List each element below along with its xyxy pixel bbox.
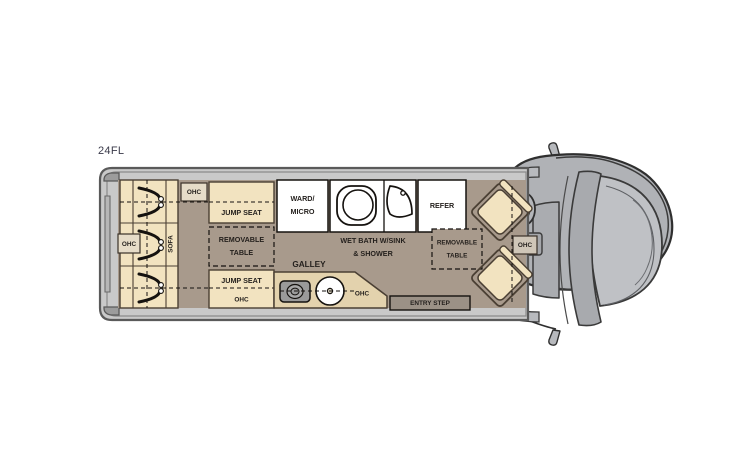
- jump-seat-bottom-box: [208, 269, 275, 309]
- entry-step-box: [389, 295, 471, 311]
- sofa-label: SOFA: [168, 235, 175, 253]
- wet-bath-group: WET BATH W/SINK & SHOWER: [329, 179, 417, 258]
- cab-windshield: [568, 170, 602, 327]
- van-cab-graphic: [502, 142, 674, 346]
- removable-table-right-line2: TABLE: [447, 253, 469, 260]
- entry-step-label: ENTRY STEP: [410, 300, 451, 307]
- ohc-top-left-group: OHC: [180, 182, 208, 202]
- ohc-bottom-left-label: OHC: [234, 297, 249, 304]
- toilet-bowl: [342, 189, 374, 221]
- captains-chair-top-backrest: [499, 179, 533, 213]
- galley-group: GALLEY OHC: [273, 260, 388, 309]
- jump-seat-bottom-label: JUMP SEAT: [221, 276, 262, 285]
- removable-table-right-group: REMOVABLE TABLE: [431, 228, 483, 270]
- ward-micro-line1: WARD/: [291, 194, 315, 203]
- seatbelt-3: [137, 272, 164, 304]
- toilet-icon: [336, 185, 377, 226]
- removable-table-left-line1: REMOVABLE: [219, 235, 265, 244]
- refrigerator-group: REFER: [417, 179, 467, 233]
- ohc-galley-label: OHC: [355, 291, 370, 298]
- cab-a-pillar: [559, 175, 569, 325]
- mirror-bottom: [548, 329, 561, 346]
- ohc-left-wall-label: OHC: [122, 241, 137, 248]
- removable-table-right-box: [431, 228, 483, 270]
- cab-dashboard: [532, 201, 560, 299]
- wet-bath-line2: & SHOWER: [353, 249, 393, 258]
- cab-hood-inner-line: [603, 185, 655, 306]
- ohc-left-wall-box: [117, 233, 141, 254]
- corner-sink-icon: [386, 185, 413, 218]
- rear-corner-top: [103, 172, 120, 182]
- cab-hood-crease: [632, 199, 653, 286]
- jump-seat-top-label: JUMP SEAT: [221, 208, 262, 217]
- wardrobe-microwave-group: WARD/ MICRO: [276, 179, 329, 233]
- corner-sink-basin: [386, 185, 413, 218]
- removable-table-left-group: REMOVABLE TABLE: [208, 226, 275, 267]
- removable-table-left-box: [208, 226, 275, 267]
- ward-micro-line2: MICRO: [291, 207, 315, 216]
- model-label: 24FL: [98, 145, 125, 157]
- refrigerator-box: [417, 179, 467, 233]
- seatbelt-2: [137, 229, 164, 261]
- captains-chair-bottom-backrest: [499, 245, 533, 279]
- ohc-left-wall-group: OHC: [117, 233, 141, 254]
- captains-chair-bottom: [471, 245, 533, 307]
- jump-seat-top-group: JUMP SEAT: [208, 181, 275, 224]
- ohc-top-left-box: [180, 182, 208, 202]
- ohc-right-label: OHC: [518, 242, 533, 249]
- ohc-top-left-label: OHC: [187, 189, 202, 196]
- removable-table-left-line2: TABLE: [230, 248, 254, 257]
- ohc-right-group: OHC: [511, 186, 538, 304]
- ohc-right-box: [512, 235, 538, 255]
- wet-bath-line1: WET BATH W/SINK: [340, 236, 406, 245]
- seatbelt-1: [137, 186, 164, 218]
- jump-seat-bottom-group: JUMP SEAT OHC: [208, 269, 275, 309]
- rear-door-seam: [104, 195, 111, 293]
- rear-corner-bottom: [103, 306, 120, 316]
- refer-label: REFER: [430, 201, 455, 210]
- wardrobe-microwave-box: [276, 179, 329, 233]
- galley-label: GALLEY: [292, 260, 326, 269]
- removable-table-right-line1: REMOVABLE: [437, 240, 478, 247]
- entry-step-group: ENTRY STEP: [389, 295, 471, 311]
- corner-sink-faucet: [400, 190, 406, 196]
